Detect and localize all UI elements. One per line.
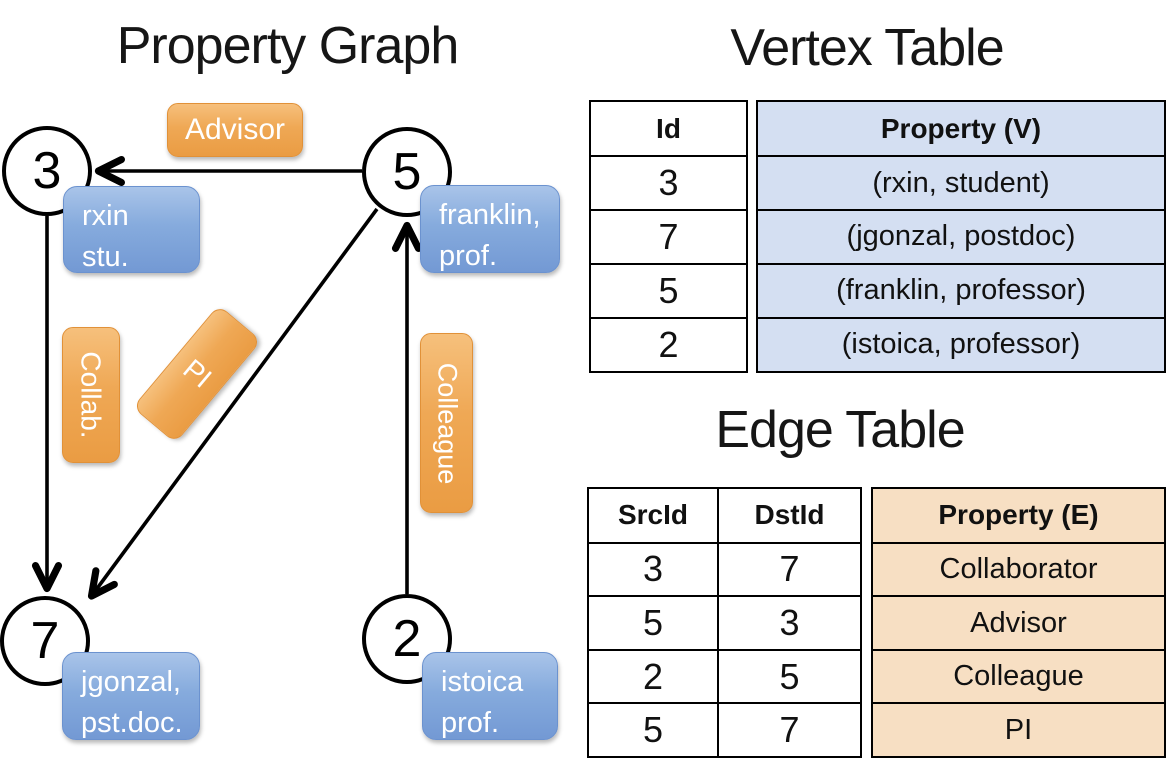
table-cell: 2 bbox=[587, 648, 719, 705]
vertex-table-title: Vertex Table bbox=[730, 19, 1004, 77]
vertex-table-id-header: Id bbox=[589, 99, 748, 158]
table-cell: 3 bbox=[589, 155, 748, 211]
table-cell: 5 bbox=[589, 262, 748, 319]
vertex-table-property-header: Property (V) bbox=[756, 99, 1166, 158]
node-5-id: 5 bbox=[392, 143, 422, 201]
table-cell: 2 bbox=[589, 316, 748, 374]
table-cell: 3 bbox=[717, 595, 862, 651]
vertex-prop-box-jgonzal: jgonzal, pst.doc. bbox=[62, 652, 200, 740]
vertex-prop-box-rxin: rxin stu. bbox=[63, 186, 200, 273]
node-3: 3 bbox=[2, 126, 92, 216]
edge-label-colleague: Colleague bbox=[420, 333, 473, 513]
vertex-prop-line: rxin bbox=[82, 200, 129, 232]
table-cell: Collaborator bbox=[871, 541, 1166, 598]
edge-label-text: Collab. bbox=[76, 351, 108, 439]
table-cell: 3 bbox=[587, 541, 719, 598]
table-cell: (rxin, student) bbox=[756, 155, 1166, 211]
edge-label-text: PI bbox=[177, 353, 218, 394]
property-graph-title: Property Graph bbox=[116, 17, 460, 75]
vertex-table-property-column: Property (V) (rxin, student) (jgonzal, p… bbox=[756, 99, 1166, 374]
node-7-id: 7 bbox=[30, 612, 60, 670]
table-cell: PI bbox=[871, 702, 1166, 758]
vertex-prop-line: franklin, bbox=[439, 199, 541, 231]
table-cell: (istoica, professor) bbox=[756, 316, 1166, 374]
table-cell: 5 bbox=[717, 648, 862, 705]
node-3-id: 3 bbox=[32, 142, 62, 200]
vertex-prop-line: prof. bbox=[439, 240, 498, 273]
table-cell: 5 bbox=[587, 702, 719, 758]
table-cell: Colleague bbox=[871, 648, 1166, 705]
vertex-prop-line: pst.doc. bbox=[81, 707, 183, 740]
table-cell: Advisor bbox=[871, 595, 1166, 651]
edge-table-property-header: Property (E) bbox=[871, 487, 1166, 544]
table-cell: (franklin, professor) bbox=[756, 262, 1166, 319]
edge-label-advisor: Advisor bbox=[167, 103, 303, 157]
edge-table-title: Edge Table bbox=[715, 401, 965, 459]
edge-label-text: Colleague bbox=[432, 362, 462, 484]
edge-table-src-header: SrcId bbox=[587, 487, 719, 544]
vertex-table-id-column: Id 3 7 5 2 bbox=[589, 99, 748, 374]
table-cell: 7 bbox=[717, 702, 862, 758]
node-2-id: 2 bbox=[392, 610, 422, 668]
vertex-prop-line: stu. bbox=[82, 241, 129, 274]
vertex-prop-box-istoica: istoica prof. bbox=[422, 652, 558, 740]
edge-label-text: Advisor bbox=[184, 113, 286, 146]
edge-table-dst-header: DstId bbox=[717, 487, 862, 544]
vertex-prop-line: istoica bbox=[441, 666, 524, 698]
vertex-prop-box-franklin: franklin, prof. bbox=[420, 185, 560, 273]
table-cell: 5 bbox=[587, 595, 719, 651]
table-cell: (jgonzal, postdoc) bbox=[756, 209, 1166, 265]
vertex-prop-line: prof. bbox=[441, 707, 500, 740]
edge-table-id-columns: SrcId DstId 3 7 5 3 2 5 5 7 bbox=[587, 487, 862, 758]
edge-label-collab: Collab. bbox=[62, 327, 120, 463]
table-cell: 7 bbox=[717, 541, 862, 598]
edge-label-pi: PI bbox=[132, 304, 262, 444]
edge-table-property-column: Property (E) Collaborator Advisor Collea… bbox=[871, 487, 1166, 758]
table-cell: 7 bbox=[589, 209, 748, 265]
vertex-prop-line: jgonzal, bbox=[81, 666, 181, 698]
